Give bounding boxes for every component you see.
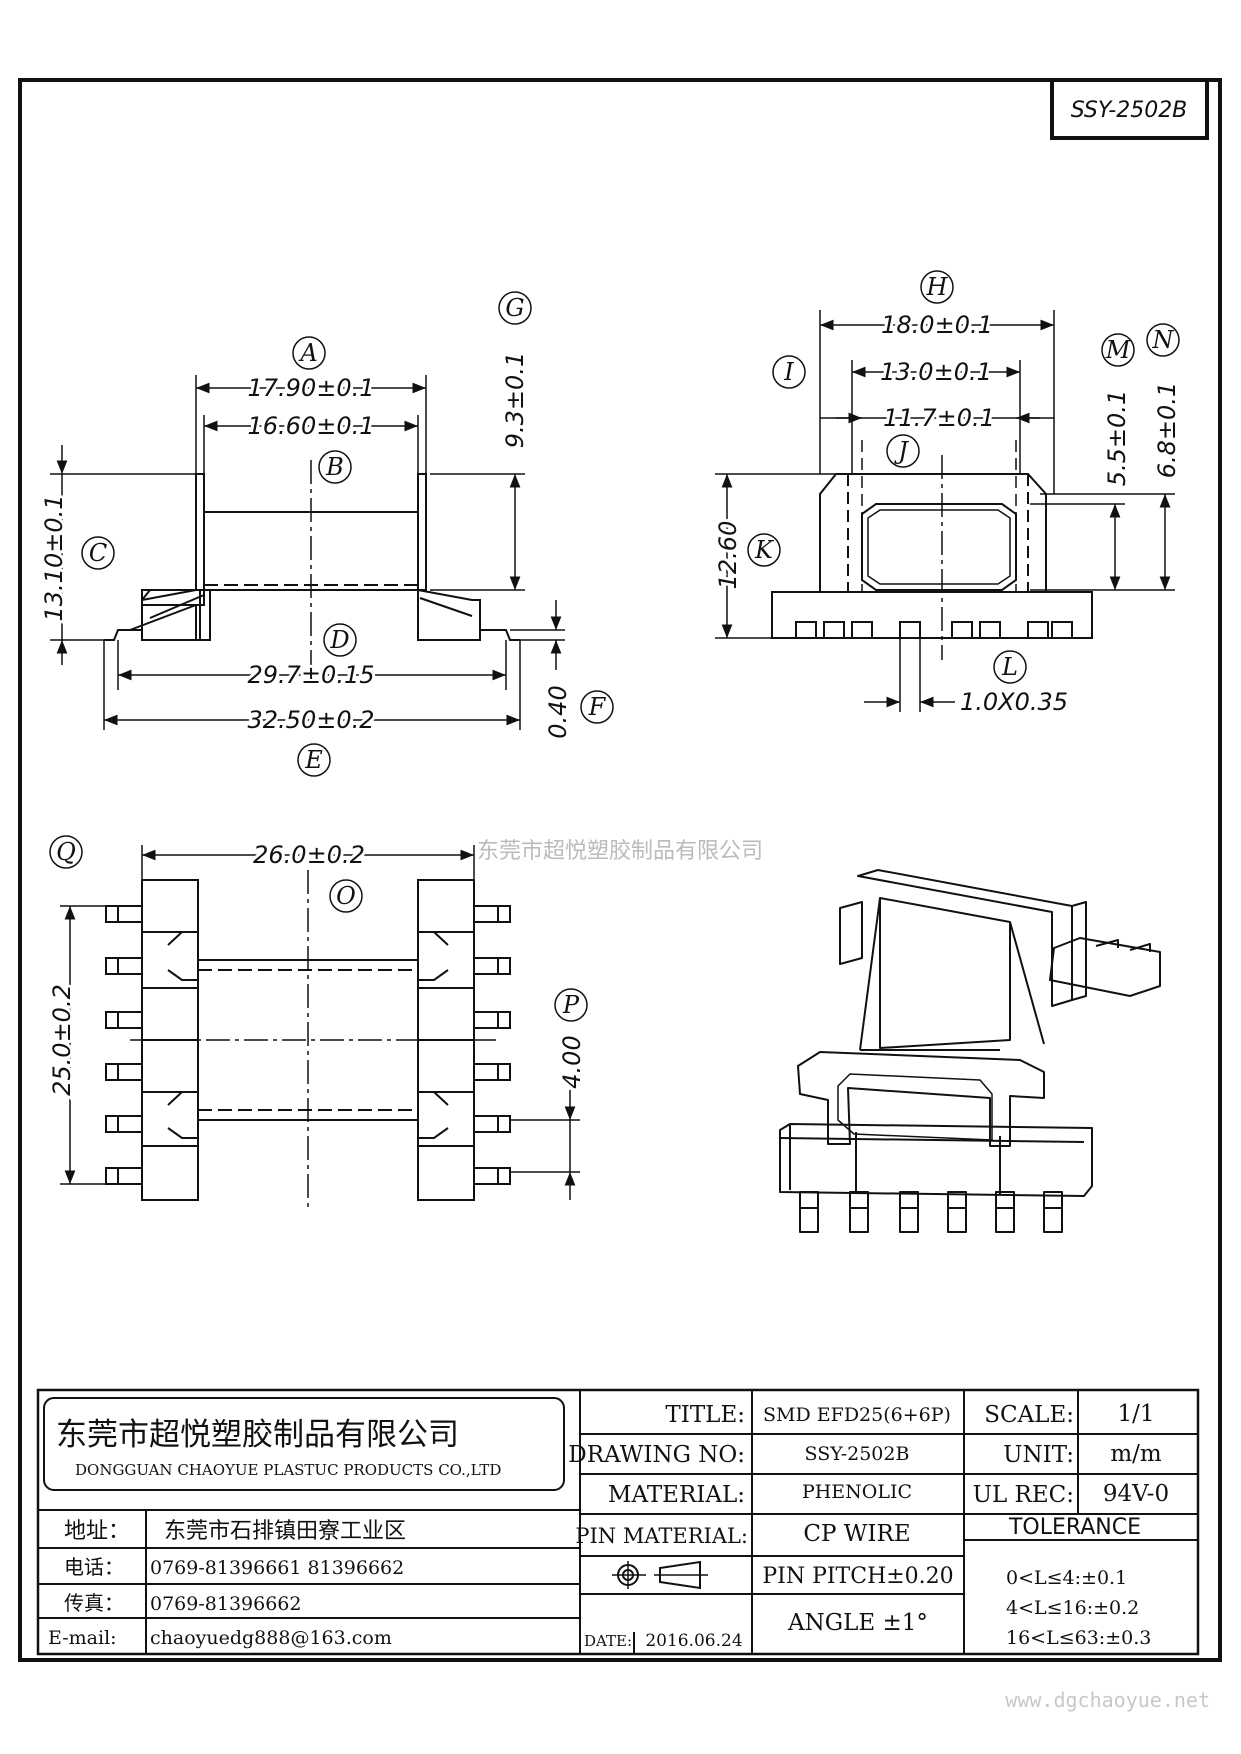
pin-material-value: CP WIRE [803, 1521, 910, 1547]
label-k: K [754, 536, 775, 564]
top-view [60, 845, 580, 1210]
dim-l: 1.0X0.35 [960, 688, 1068, 716]
end-view-text: 18.0±0.1 13.0±0.1 11.7±0.1 5.5±0.1 6.8±0… [711, 308, 1181, 716]
tolerance-3: 16<L≤63:±0.3 [1006, 1627, 1151, 1649]
side-view [50, 375, 565, 730]
tolerance-label: TOLERANCE [1008, 1515, 1141, 1540]
top-view-text: 26.0±0.2 25.0±0.2 4.00 [45, 838, 586, 1099]
label-g: G [505, 294, 524, 322]
email-value: chaoyuedg888@163.com [150, 1627, 392, 1649]
label-f: F [588, 693, 607, 721]
ul-value: 94V-0 [1103, 1481, 1169, 1507]
material-label: MATERIAL: [608, 1482, 745, 1508]
label-l: L [1001, 653, 1018, 681]
tel-label: 电话： [64, 1555, 124, 1579]
part-code: SSY-2502B [1071, 98, 1188, 123]
address-label: 地址： [64, 1519, 130, 1544]
side-view-text: 17.90±0.1 16.60±0.1 9.3±0.1 13.10±0.1 29… [37, 352, 572, 739]
end-view [715, 310, 1175, 712]
dim-11: 11.7±0.1 [883, 404, 995, 432]
material-value: PHENOLIC [802, 1481, 912, 1503]
title-block-text: 东莞市超悦塑胶制品有限公司 DONGGUAN CHAOYUE PLASTUC P… [48, 1401, 1169, 1651]
side-view-callouts [81, 291, 614, 777]
label-a: A [298, 339, 317, 367]
label-o: O [336, 882, 356, 910]
dim-e: 32.50±0.2 [248, 706, 375, 734]
dim-a: 17.90±0.1 [248, 374, 375, 402]
label-n: N [1152, 326, 1175, 354]
fax-label: 传真： [64, 1591, 124, 1615]
end-view-callouts [747, 270, 1180, 684]
scale-value: 1/1 [1117, 1401, 1154, 1427]
label-i: I [783, 358, 794, 386]
dim-p: 4.00 [558, 1035, 586, 1088]
drawing-no-value: SSY-2502B [805, 1443, 910, 1465]
company-name-cn: 东莞市超悦塑胶制品有限公司 [56, 1417, 459, 1453]
label-d: D [329, 626, 349, 654]
address-value: 东莞市石排镇田寮工业区 [164, 1519, 406, 1544]
end-view-callout-letters: H I J K L M N [754, 273, 1174, 681]
title-block [36, 1388, 1200, 1656]
label-j: J [893, 437, 909, 465]
label-h: H [926, 273, 949, 301]
title-label: TITLE: [665, 1402, 745, 1428]
fax-value: 0769-81396662 [150, 1593, 301, 1615]
isometric-view [779, 869, 1161, 1233]
title-value: SMD EFD25(6+6P) [763, 1404, 951, 1426]
watermark: 东莞市超悦塑胶制品有限公司 [477, 839, 763, 864]
tolerance-1: 0<L≤4:±0.1 [1006, 1567, 1127, 1589]
ul-label: UL REC: [973, 1482, 1074, 1508]
label-m: M [1105, 336, 1132, 364]
dim-g: 9.3±0.1 [501, 352, 529, 448]
company-name-en: DONGGUAN CHAOYUE PLASTUC PRODUCTS CO.,LT… [75, 1461, 501, 1479]
part-code-box: SSY-2502B [1050, 78, 1209, 140]
label-c: C [89, 539, 107, 567]
label-p: P [562, 991, 580, 1019]
dim-h: 18.0±0.1 [881, 311, 993, 339]
email-label: E-mail: [48, 1627, 117, 1649]
drawing-no-label: DRAWING NO: [568, 1442, 745, 1468]
tolerance-2: 4<L≤16:±0.2 [1006, 1597, 1139, 1619]
unit-value: m/m [1110, 1441, 1162, 1467]
pin-material-label: PIN MATERIAL: [575, 1524, 748, 1548]
dim-q: 25.0±0.2 [48, 984, 76, 1096]
tel-value: 0769-81396661 81396662 [150, 1557, 404, 1579]
label-e: E [304, 746, 323, 774]
dim-o: 26.0±0.2 [253, 841, 365, 869]
label-b: B [325, 453, 344, 481]
date-value: 2016.06.24 [645, 1631, 742, 1651]
date-label: DATE: [584, 1632, 632, 1650]
pin-pitch: PIN PITCH±0.20 [762, 1564, 953, 1589]
unit-label: UNIT: [1003, 1442, 1074, 1468]
dim-m: 5.5±0.1 [1103, 390, 1131, 486]
dim-f: 0.40 [544, 685, 572, 738]
website-url: www.dgchaoyue.net [1005, 1688, 1210, 1712]
dim-13: 13.0±0.1 [880, 358, 992, 386]
top-view-callout-letters: O P Q [56, 838, 580, 1019]
dim-c: 13.10±0.1 [40, 495, 68, 622]
scale-label: SCALE: [984, 1402, 1074, 1428]
dim-d: 29.7±0.15 [248, 661, 375, 689]
angle: ANGLE ±1° [787, 1610, 928, 1636]
label-q: Q [56, 838, 76, 866]
dim-b: 16.60±0.1 [248, 412, 375, 440]
dim-n: 6.8±0.1 [1153, 382, 1181, 478]
dim-k: 12.60 [714, 521, 742, 590]
top-view-callouts [49, 835, 588, 1022]
side-view-callout-letters: A B C D E F G [89, 294, 607, 774]
drawing-frame [18, 78, 1222, 1662]
